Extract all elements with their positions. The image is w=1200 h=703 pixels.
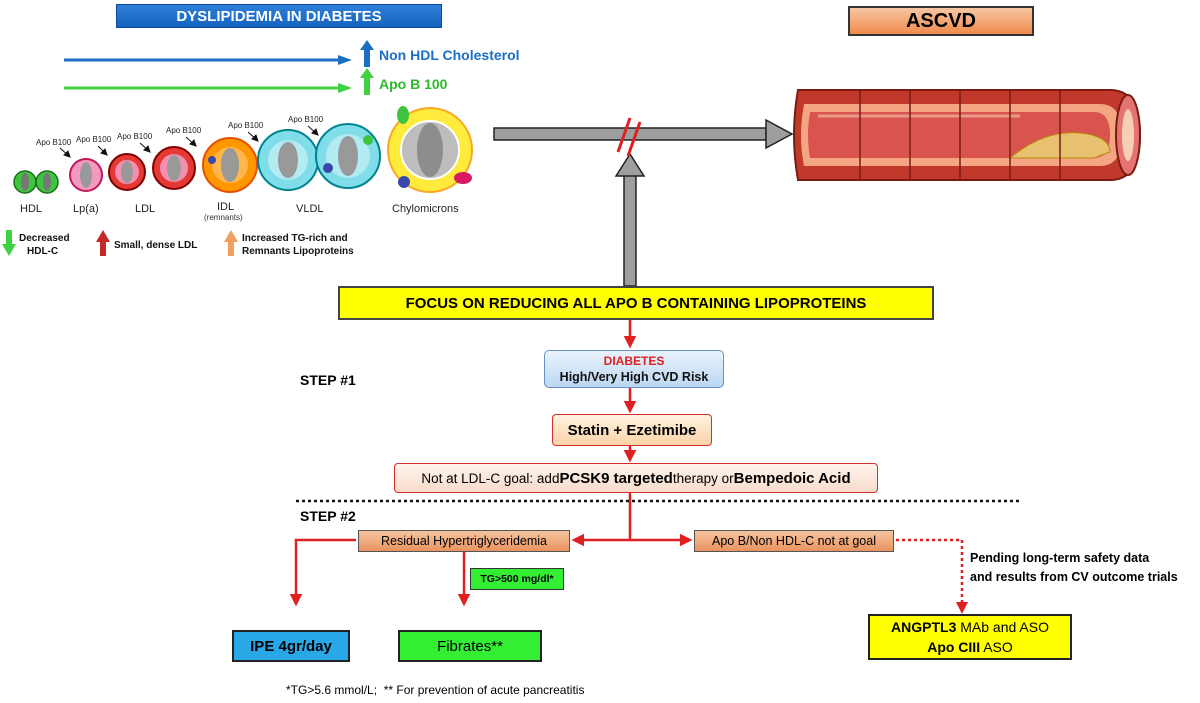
apo-b-label: Apo B 100 xyxy=(379,76,448,92)
apob-goal-box: Apo B/Non HDL-C not at goal xyxy=(694,530,894,552)
apob-goal-text: Apo B/Non HDL-C not at goal xyxy=(712,534,876,548)
idl-sub-label: (remnants) xyxy=(204,213,243,222)
novel-rest1: MAb and ASO xyxy=(956,619,1049,635)
novel-rest2: ASO xyxy=(980,639,1013,655)
ipe-text: IPE 4gr/day xyxy=(250,637,332,655)
novel-line1: ANGPTL3 MAb and ASO xyxy=(891,617,1049,637)
diabetes-title: DIABETES xyxy=(603,354,665,368)
particles-to-ascvd-arrow xyxy=(493,118,794,150)
hdl-particle-icon xyxy=(13,170,59,194)
dyslipidemia-title-text: DYSLIPIDEMIA IN DIABETES xyxy=(176,7,382,25)
fibrates-box: Fibrates** xyxy=(398,630,542,662)
chylo-label: Chylomicrons xyxy=(392,203,459,215)
flow-arrows xyxy=(289,320,693,607)
apo-label-5: Apo B100 xyxy=(228,121,264,130)
focus-box: FOCUS ON REDUCING ALL APO B CONTAINING L… xyxy=(338,286,934,320)
not-goal-part1: Not at LDL-C goal: add xyxy=(421,470,560,486)
idl-label: IDL xyxy=(217,201,235,213)
fibrates-text: Fibrates** xyxy=(437,637,503,655)
small-dense-up-arrow-icon xyxy=(96,230,110,256)
novel-line2: Apo CIII ASO xyxy=(927,637,1013,657)
non-hdl-label: Non HDL Cholesterol xyxy=(379,47,520,63)
pending-dotted-arrow xyxy=(896,538,964,604)
chylomicron-particle-icon xyxy=(387,106,473,193)
apo-label-4: Apo B100 xyxy=(166,126,202,135)
apo-pointer-arrows xyxy=(59,125,319,158)
legend-increased: Increased TG-rich and Remnants Lipoprote… xyxy=(242,232,354,258)
dyslipidemia-title: DYSLIPIDEMIA IN DIABETES xyxy=(116,4,442,28)
non-hdl-up-arrow-icon xyxy=(360,40,374,67)
ascvd-title: ASCVD xyxy=(848,6,1034,36)
focus-up-arrow xyxy=(614,152,646,287)
legend-small-dense: Small, dense LDL xyxy=(114,240,198,251)
vldl-particle-icon xyxy=(257,123,381,191)
idl-particle-icon xyxy=(202,137,258,193)
apo-label-3: Apo B100 xyxy=(117,132,153,141)
artery-illustration xyxy=(793,89,1142,181)
apo-label-1: Apo B100 xyxy=(36,138,72,147)
ascvd-title-text: ASCVD xyxy=(905,9,976,32)
apociii-text: Apo CIII xyxy=(927,639,981,655)
apo-label-6: Apo B100 xyxy=(288,115,324,124)
step1-label: STEP #1 xyxy=(300,372,356,388)
not-goal-box: Not at LDL-C goal: add PCSK9 targeted th… xyxy=(394,463,878,493)
pending-arrow-head xyxy=(956,602,968,614)
legend-decreased-line1: Decreased xyxy=(19,233,70,244)
non-hdl-trend-arrow xyxy=(64,55,352,65)
block-mark-icon xyxy=(616,117,642,157)
hdl-label: HDL xyxy=(20,203,43,215)
diabetes-box: DIABETES High/Very High CVD Risk xyxy=(544,350,724,388)
residual-box: Residual Hypertriglyceridemia xyxy=(358,530,570,552)
not-goal-pcsk9: PCSK9 targeted xyxy=(559,469,673,487)
diabetes-risk: High/Very High CVD Risk xyxy=(559,370,709,384)
angptl3-text: ANGPTL3 xyxy=(891,619,957,635)
not-goal-bempedoic: Bempedoic Acid xyxy=(733,469,851,487)
apo-b-up-arrow-icon xyxy=(360,68,374,95)
decreased-down-arrow-icon xyxy=(2,230,16,256)
statin-box: Statin + Ezetimibe xyxy=(552,414,712,446)
footnote: *TG>5.6 mmol/L; ** For prevention of acu… xyxy=(286,683,585,697)
pending-note: Pending long-term safety data and result… xyxy=(970,549,1178,587)
increased-up-arrow-icon xyxy=(224,230,238,256)
vldl-label: VLDL xyxy=(296,203,324,215)
statin-text: Statin + Ezetimibe xyxy=(567,421,697,439)
ldl-label: LDL xyxy=(135,203,156,215)
legend-decreased: Decreased HDL-C xyxy=(19,232,70,258)
legend-decreased-line2: HDL-C xyxy=(27,246,59,257)
pending-line2: and results from CV outcome trials xyxy=(970,570,1178,584)
lpa-label: Lp(a) xyxy=(73,203,99,215)
legend-increased-line1: Increased TG-rich and xyxy=(242,233,348,244)
apo-b-trend-arrow xyxy=(64,83,352,93)
step2-label: STEP #2 xyxy=(300,508,356,524)
not-goal-part2: therapy or xyxy=(672,470,734,486)
legend-increased-line2: Remnants Lipoproteins xyxy=(242,246,354,257)
tg500-box: TG>500 mg/dl* xyxy=(470,568,564,590)
apo-label-2: Apo B100 xyxy=(76,135,112,144)
residual-text: Residual Hypertriglyceridemia xyxy=(380,534,548,548)
pending-line1: Pending long-term safety data xyxy=(970,551,1150,565)
tg500-text: TG>500 mg/dl* xyxy=(480,573,554,585)
novel-box: ANGPTL3 MAb and ASO Apo CIII ASO xyxy=(868,614,1072,660)
focus-text: FOCUS ON REDUCING ALL APO B CONTAINING L… xyxy=(405,294,867,312)
lpa-particle-icon xyxy=(69,158,103,192)
ipe-box: IPE 4gr/day xyxy=(232,630,350,662)
ldl-particle-icon xyxy=(108,146,196,191)
